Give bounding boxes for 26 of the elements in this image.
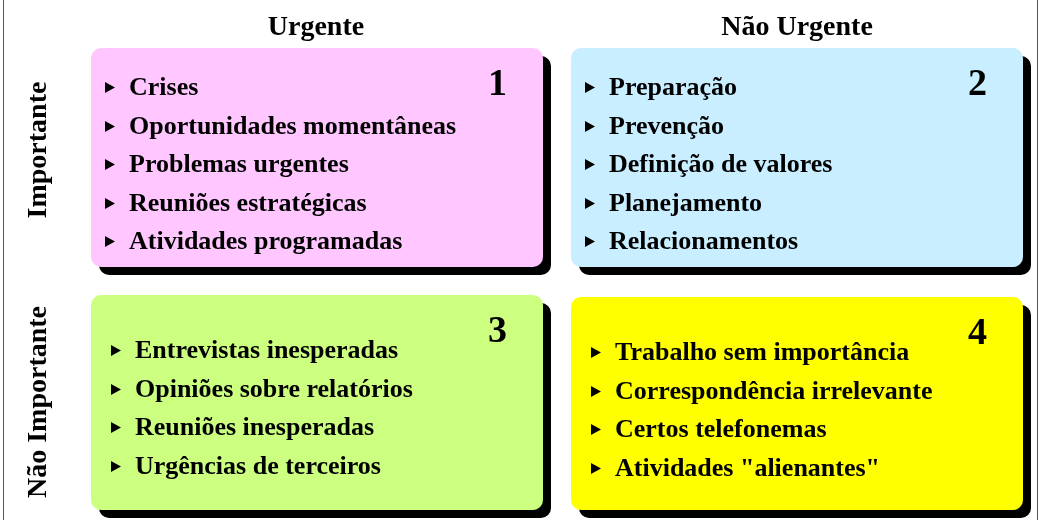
axis-heading: Não Urgente — [721, 10, 873, 42]
list-item: Relacionamentos — [609, 226, 799, 256]
quadrant-number: 3 — [488, 307, 507, 351]
list-item: Problemas urgentes — [129, 149, 349, 179]
list-item: Atividades programadas — [129, 226, 403, 256]
list-item: Definição de valores — [609, 149, 833, 179]
list-item: Urgências de terceiros — [135, 450, 381, 481]
list-item: Preparação — [609, 72, 738, 102]
list-item: Correspondência irrelevante — [615, 375, 933, 406]
quadrant-number: 2 — [968, 60, 987, 104]
list-item: Atividades "alienantes" — [615, 452, 881, 483]
list-item: Prevenção — [609, 110, 725, 141]
list-item: Reuniões estratégicas — [129, 187, 367, 218]
axis-heading: Urgente — [267, 10, 365, 42]
quadrant-number: 1 — [488, 60, 507, 104]
list-item: Crises — [129, 72, 199, 102]
list-item: Planejamento — [609, 187, 763, 218]
list-item: Trabalho sem importância — [615, 337, 910, 367]
list-item: Reuniões inesperadas — [135, 412, 375, 442]
quadrant-number: 4 — [968, 309, 987, 353]
list-item: Oportunidades momentâneas — [129, 110, 457, 141]
list-item: Certos telefonemas — [615, 414, 827, 444]
axis-heading: Não Importante — [21, 305, 53, 499]
list-item: Entrevistas inesperadas — [135, 335, 399, 365]
axis-heading: Importante — [21, 81, 53, 219]
list-item: Opiniões sobre relatórios — [135, 373, 413, 404]
